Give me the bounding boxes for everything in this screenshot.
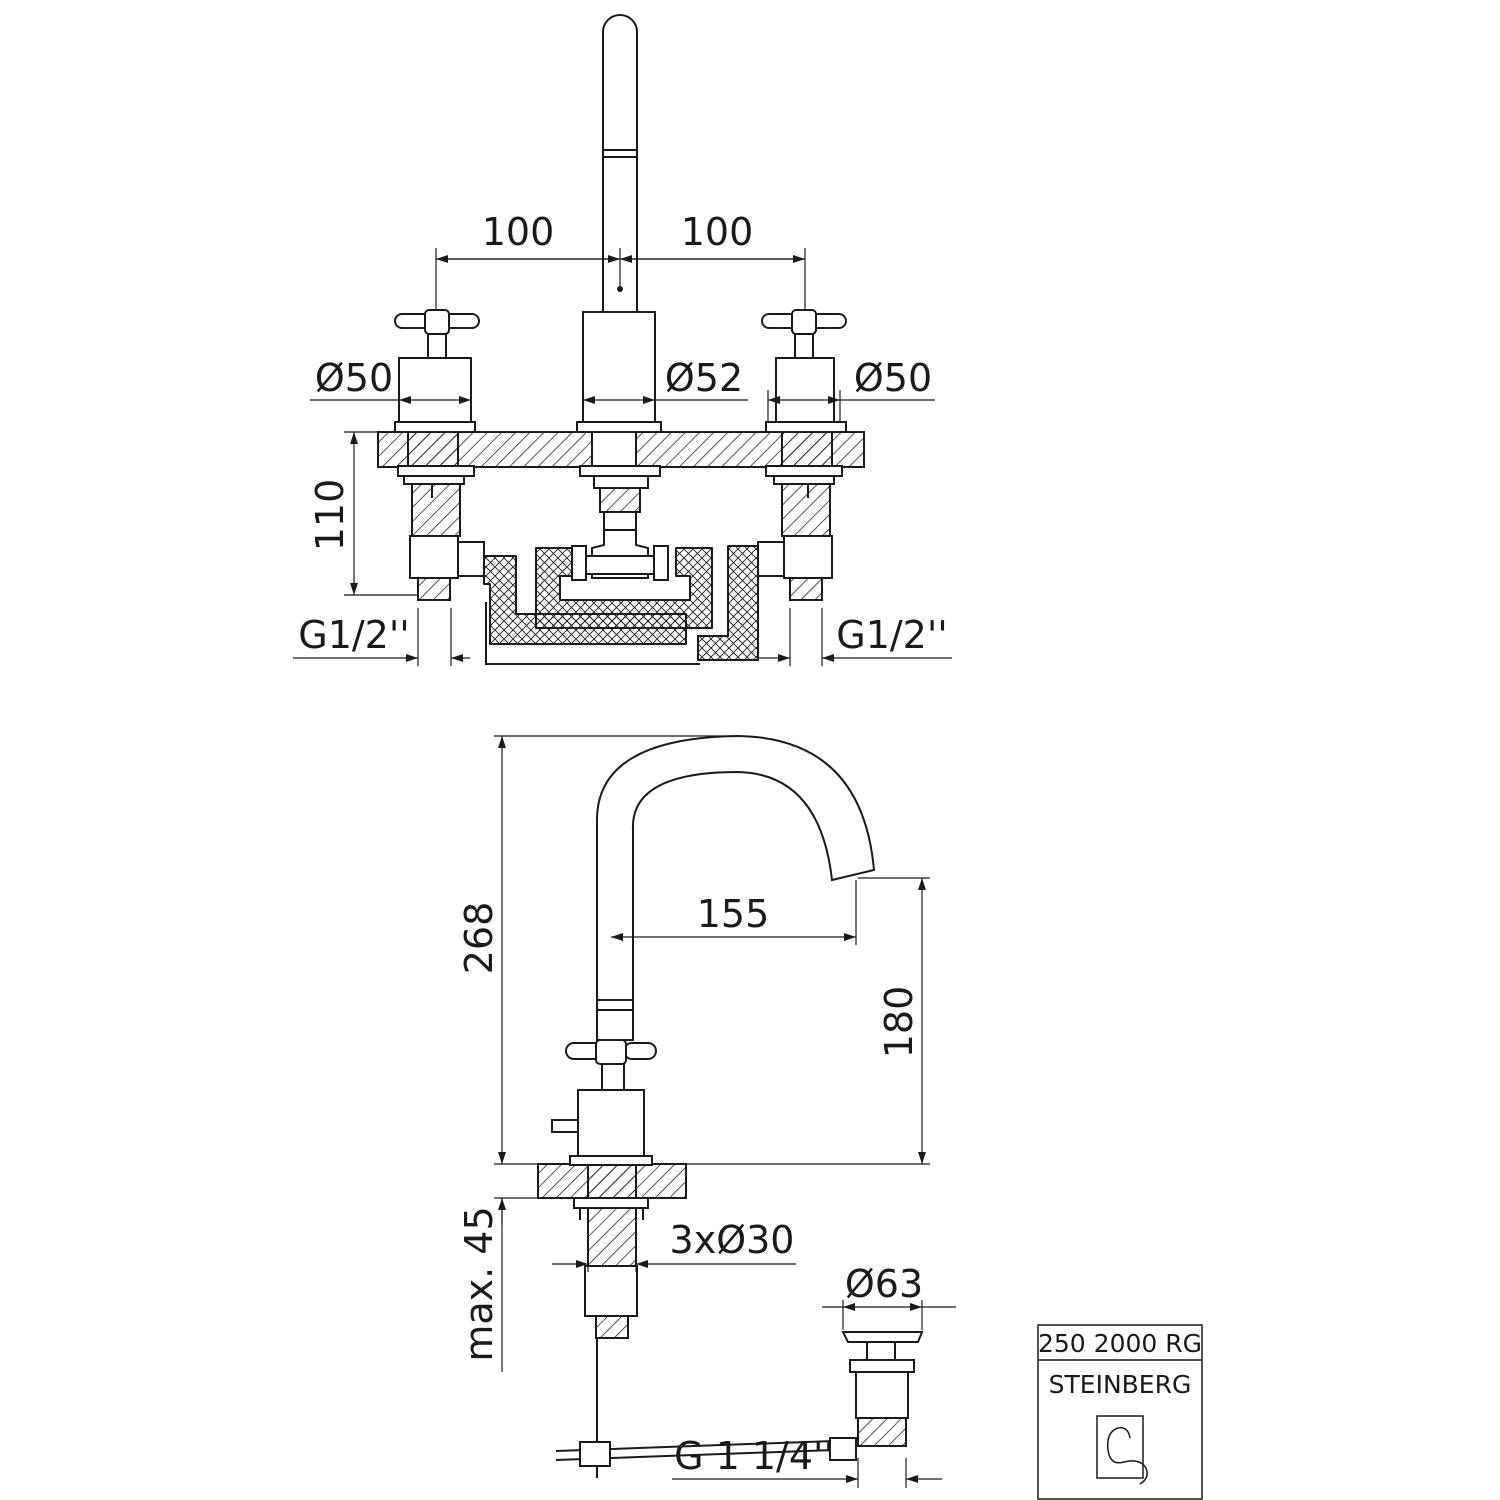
dim-dia-right: Ø50 (854, 356, 932, 400)
dim-total-height: 268 (457, 902, 501, 975)
dim-reach: 155 (697, 892, 770, 936)
right-valve-top (757, 309, 847, 601)
side-dimensions: 268 155 180 max. 45 3xØ30 Ø63 (457, 735, 956, 1488)
popup-rod (555, 1338, 835, 1478)
product-code: 250 2000 RG (1038, 1329, 1202, 1358)
dim-dia-center: Ø52 (665, 356, 743, 400)
dim-dia-left: Ø50 (315, 356, 393, 400)
dim-spacing-right: 100 (681, 210, 754, 254)
top-view: 100 100 Ø50 Ø52 Ø50 110 (293, 14, 952, 666)
hose-right (697, 545, 759, 661)
braided-hoses (483, 545, 759, 665)
dim-max-deck: max. 45 (457, 1206, 501, 1361)
dim-spacing-left: 100 (482, 210, 555, 254)
steinberg-logo (1096, 1415, 1148, 1485)
brand-name: STEINBERG (1049, 1370, 1192, 1399)
top-dimensions: 100 100 Ø50 Ø52 Ø50 110 (293, 210, 952, 666)
dim-waste-dia: Ø63 (845, 1262, 923, 1306)
waste-fitting (829, 1331, 924, 1461)
valve-side (551, 1039, 657, 1339)
gooseneck-spout (596, 734, 876, 1041)
title-block: 250 2000 RG STEINBERG (1037, 1324, 1203, 1500)
dim-holes: 3xØ30 (670, 1218, 795, 1262)
dim-thread-right: G1/2'' (836, 613, 948, 657)
dim-outlet-height: 180 (877, 986, 921, 1059)
dim-thread-left: G1/2'' (298, 613, 410, 657)
left-valve-top (394, 309, 485, 601)
dim-height-top: 110 (308, 479, 352, 552)
dim-waste-thread: G 1 1/4'' (674, 1434, 834, 1478)
side-view: 268 155 180 max. 45 3xØ30 Ø63 (457, 734, 956, 1488)
spout-top (576, 14, 662, 579)
